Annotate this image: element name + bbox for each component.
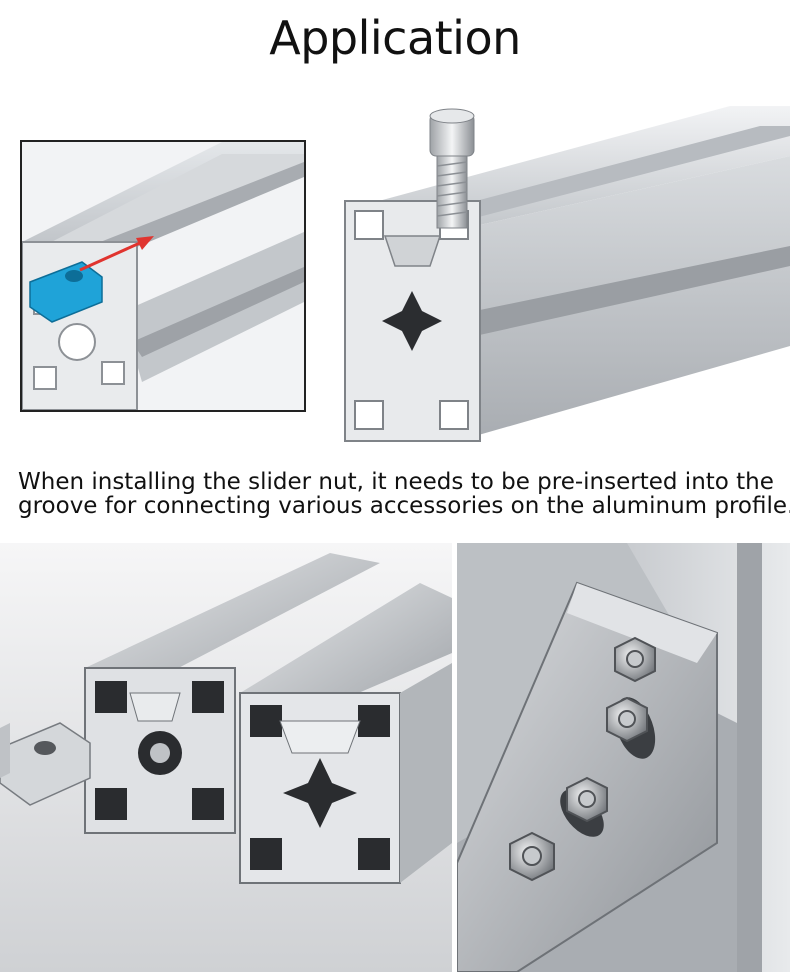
caption-line-1: When installing the slider nut, it needs… [18, 469, 774, 495]
corner-bracket-with-bolts [457, 543, 790, 972]
installation-caption: When installing the slider nut, it needs… [18, 469, 790, 519]
profile-cross-sections-with-t-nuts [0, 543, 452, 972]
slider-nut-insertion-diagram [20, 140, 306, 412]
aluminum-profile-with-bolt [330, 96, 790, 446]
caption-line-2: groove for connecting various accessorie… [18, 493, 790, 519]
page-title: Application [269, 11, 521, 65]
